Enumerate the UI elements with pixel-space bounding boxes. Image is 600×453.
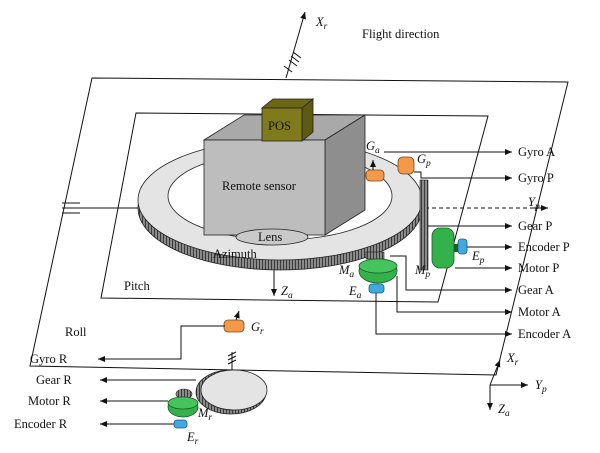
gear-a — [365, 251, 385, 260]
mr-label: Mr — [197, 406, 212, 423]
gyro-r-icon — [223, 310, 245, 333]
gear-r — [175, 369, 268, 415]
remote-sensor-label: Remote sensor — [222, 179, 297, 193]
callout-gyro-p: Gyro P — [518, 171, 554, 185]
encoder-r-icon — [173, 419, 188, 429]
left-bearing-icon — [62, 202, 80, 214]
frame-x-label: Xr — [506, 351, 519, 368]
mp-label: Mp — [414, 263, 430, 280]
roll-bearing-icon — [227, 351, 237, 365]
ea-label: Ea — [348, 284, 362, 301]
lens — [235, 228, 309, 246]
pos-box — [260, 98, 315, 142]
roll-axis-arrow — [285, 11, 306, 79]
ma-label: Ma — [338, 263, 354, 280]
coordinate-frame — [487, 359, 528, 410]
callout-encoder-a: Encoder A — [518, 327, 571, 341]
callout-gyro-a: Gyro A — [518, 145, 555, 159]
flight-direction-label: Flight direction — [362, 27, 440, 41]
er-label: Er — [186, 430, 199, 447]
gyro-a-icon — [365, 160, 385, 182]
callout-motor-a: Motor A — [518, 305, 561, 319]
ep-label: Ep — [471, 249, 485, 266]
yp-label: Yp — [528, 195, 540, 212]
ga-label: Ga — [366, 139, 380, 156]
frame-z-label: Za — [498, 402, 510, 419]
callout-gear-p: Gear P — [518, 219, 552, 233]
za-label: Za — [281, 284, 293, 301]
motor-p-icon — [431, 227, 460, 269]
roll-label: Roll — [65, 325, 87, 339]
callout-gear-r: Gear R — [36, 373, 72, 387]
left-leaders — [98, 325, 225, 427]
callout-encoder-p: Encoder P — [518, 240, 570, 254]
callout-motor-r: Motor R — [28, 394, 71, 408]
motor-r-icon — [167, 396, 199, 418]
top-bearing-icon — [283, 51, 302, 73]
pitch-frame — [100, 112, 489, 303]
lens-label: Lens — [258, 230, 282, 244]
roll-frame — [29, 77, 569, 376]
gyro-p-icon — [397, 156, 415, 175]
frame-y-label: Yp — [535, 378, 547, 395]
xr-label-top: Xr — [315, 15, 328, 32]
callout-gear-a: Gear A — [518, 283, 554, 297]
callout-encoder-r: Encoder R — [14, 417, 68, 431]
gear-p — [419, 179, 429, 271]
pos-label: POS — [268, 119, 291, 133]
encoder-p-icon — [457, 238, 468, 255]
callout-gyro-r: Gyro R — [30, 352, 68, 366]
gr-label: Gr — [251, 320, 264, 337]
callout-motor-p: Motor P — [518, 261, 559, 275]
gp-label: Gp — [417, 152, 431, 169]
encoder-a-icon — [368, 283, 385, 294]
pitch-label: Pitch — [124, 279, 150, 293]
azimuth-label: Azimuth — [213, 247, 257, 261]
right-leaders — [375, 149, 512, 337]
motor-a-icon — [358, 258, 398, 284]
